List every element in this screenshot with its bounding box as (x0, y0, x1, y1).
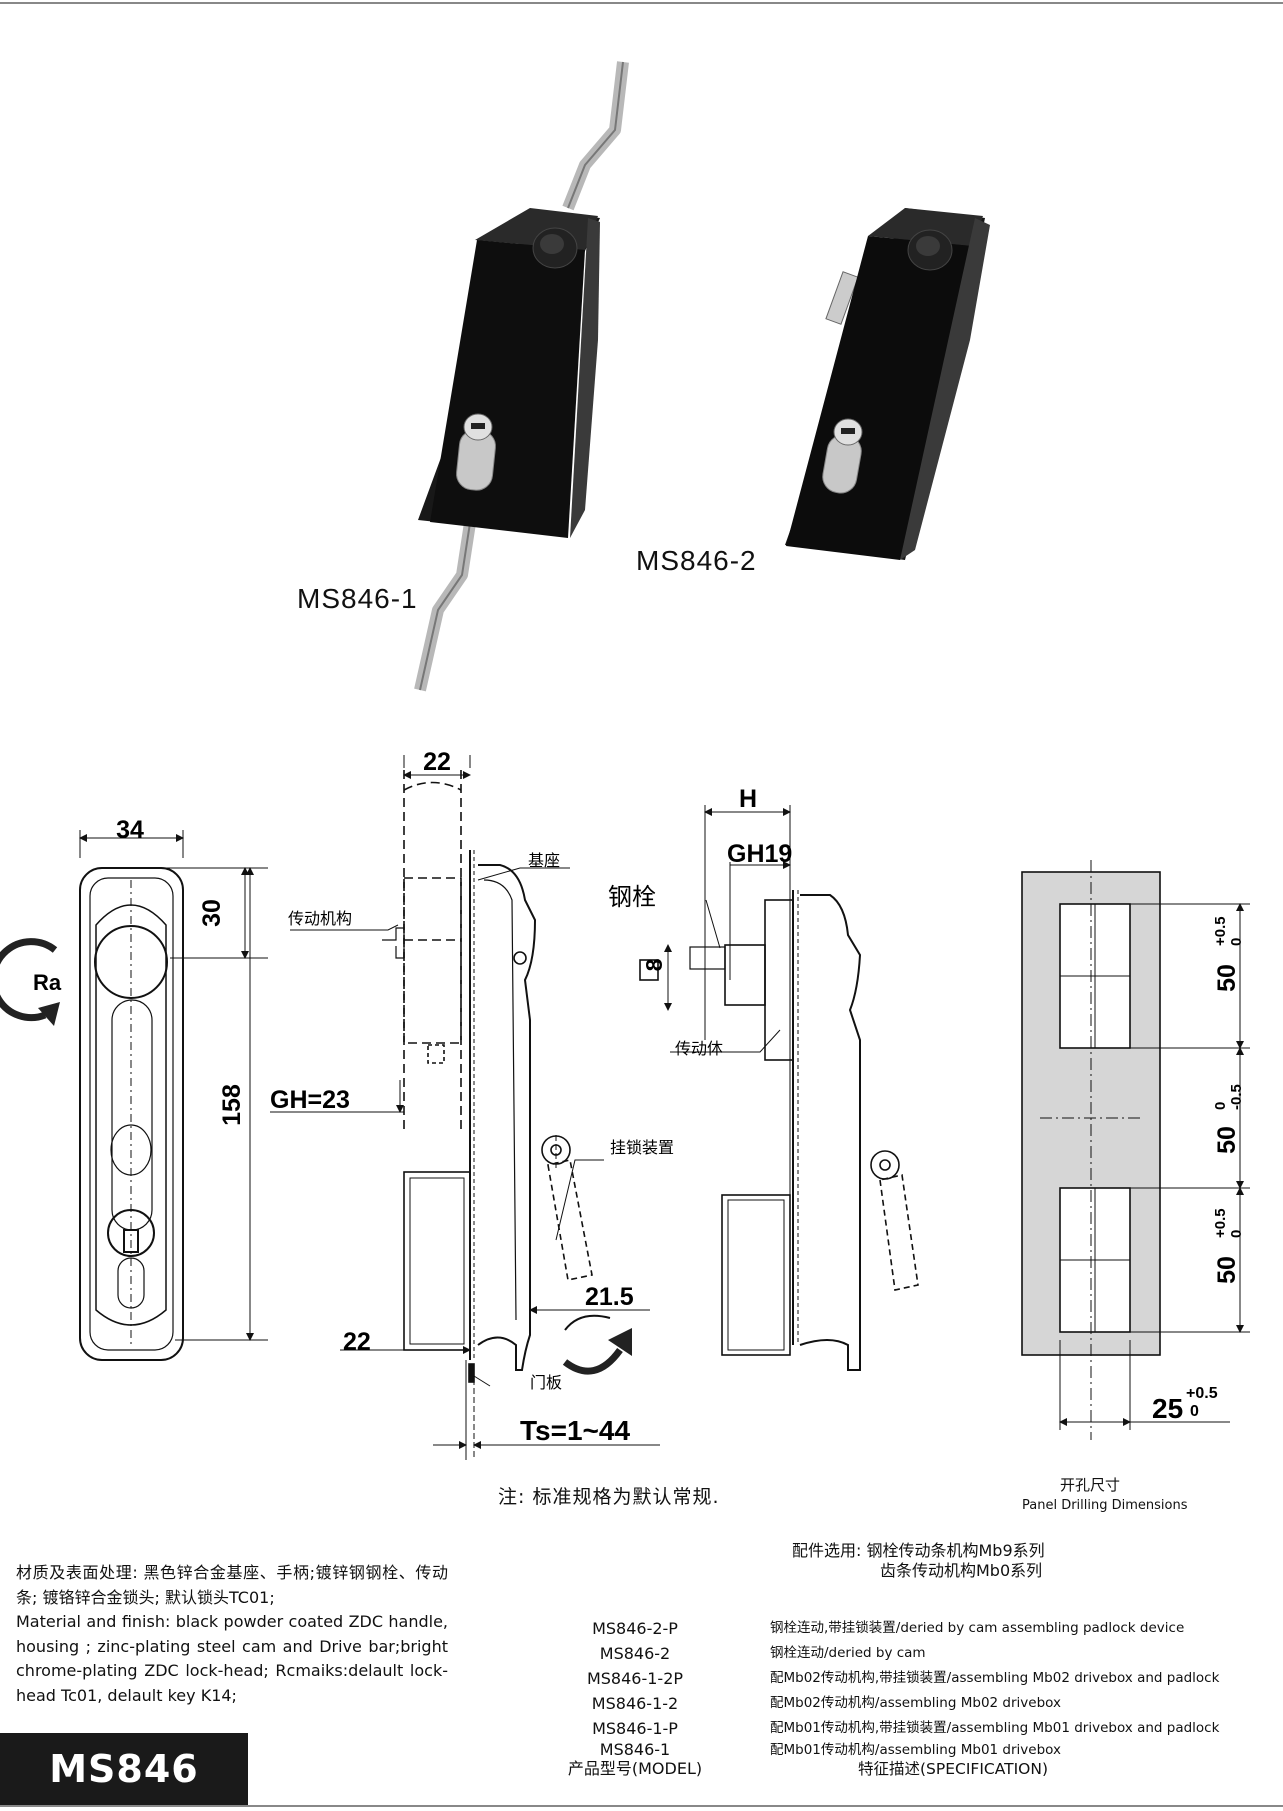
svg-text:+0.5: +0.5 (1212, 916, 1229, 946)
panel-dim-50b: 50 0 -0.5 (1212, 1084, 1245, 1154)
model-cell: MS846-1-P (592, 1719, 678, 1738)
panel-dim-50c: 50 +0.5 0 (1212, 1208, 1245, 1284)
spec-cell: 配Mb01传动机构/assembling Mb01 drivebox (770, 1742, 1061, 1758)
label-gh23: GH=23 (270, 1086, 350, 1114)
accessories-line2: 齿条传动机构Mb0系列 (880, 1561, 1043, 1580)
dim-8: 8 (641, 958, 667, 971)
label-padlock-device: 挂锁装置 (610, 1139, 674, 1157)
svg-text:0: 0 (1228, 938, 1245, 946)
label-door-panel: 门板 (530, 1374, 562, 1392)
model-cell: MS846-2-P (592, 1619, 678, 1638)
label-base: 基座 (528, 852, 560, 870)
model-cell: MS846-1 (599, 1740, 671, 1759)
bottom-rule (0, 1805, 1283, 1807)
svg-text:25: 25 (1152, 1393, 1183, 1424)
svg-text:+0.5: +0.5 (1212, 1208, 1229, 1238)
svg-text:0: 0 (1212, 1102, 1229, 1110)
model-cell: MS846-2 (599, 1644, 671, 1663)
label-gh19: GH19 (727, 840, 792, 868)
material-en: Material and finish: black powder coated… (16, 1612, 448, 1705)
top-rule (0, 2, 1283, 4)
dim-158: 158 (218, 1084, 246, 1126)
svg-text:50: 50 (1213, 1256, 1241, 1284)
svg-text:50: 50 (1213, 964, 1241, 992)
label-drive-body: 传动体 (675, 1040, 723, 1058)
model-header: 产品型号(MODEL) (567, 1759, 703, 1778)
side-view-ms846-2 (639, 805, 919, 1371)
svg-text:+0.5: +0.5 (1186, 1385, 1218, 1402)
svg-text:0: 0 (1228, 1230, 1245, 1238)
material-finish-text: 材质及表面处理: 黑色锌合金基座、手柄;镀锌钢钢栓、传动条; 镀铬锌合金锁头; … (16, 1561, 448, 1708)
model-badge: MS846 (0, 1733, 248, 1805)
spec-column: 钢栓连动,带挂锁装置/deried by cam assembling padl… (770, 1616, 1280, 1779)
svg-text:50: 50 (1213, 1126, 1241, 1154)
model-cell: MS846-1-2P (586, 1669, 684, 1688)
accessories-line1: 配件选用: 钢栓传动条机构Mb9系列 (792, 1541, 1045, 1560)
dim-22-top: 22 (423, 748, 451, 776)
rotation-label: Ra (33, 970, 62, 995)
label-drive-mechanism: 传动机构 (288, 910, 352, 928)
panel-dim-25: 25 +0.5 0 (1152, 1385, 1218, 1424)
panel-caption-en: Panel Drilling Dimensions (1022, 1498, 1188, 1513)
spec-header: 特征描述(SPECIFICATION) (858, 1760, 1049, 1778)
label-ms846-2: MS846-2 (636, 545, 757, 576)
model-cell: MS846-1-2 (591, 1694, 679, 1713)
photo-ms846-1 (414, 61, 629, 692)
panel-caption-cn: 开孔尺寸 (1060, 1476, 1121, 1494)
product-photos (414, 61, 990, 692)
dim-22-bottom: 22 (343, 1328, 371, 1356)
front-view (0, 830, 268, 1361)
dim-34: 34 (116, 816, 144, 844)
dim-30: 30 (198, 899, 226, 927)
label-ts: Ts=1~44 (520, 1415, 630, 1446)
label-steel-bolt: 钢栓 (608, 884, 656, 911)
svg-text:0: 0 (1190, 1403, 1199, 1420)
spec-cell: 配Mb01传动机构,带挂锁装置/assembling Mb01 drivebox… (770, 1720, 1220, 1736)
label-ms846-1: MS846-1 (297, 583, 418, 614)
panel-drilling-view (1021, 860, 1250, 1440)
spec-cell: 钢栓连动/deried by cam (770, 1645, 926, 1661)
panel-dim-50a: 50 +0.5 0 (1212, 916, 1245, 992)
material-cn: 材质及表面处理: 黑色锌合金基座、手柄;镀锌钢钢栓、传动条; 镀铬锌合金锁头; … (16, 1563, 448, 1607)
side-view-ms846-1 (270, 755, 660, 1460)
dim-h: H (739, 785, 757, 813)
dim-21-5: 21.5 (585, 1283, 634, 1311)
note-standard: 注: 标准规格为默认常规. (498, 1486, 720, 1508)
spec-cell: 配Mb02传动机构/assembling Mb02 drivebox (770, 1695, 1061, 1711)
spec-cell: 钢栓连动,带挂锁装置/deried by cam assembling padl… (770, 1620, 1185, 1636)
svg-text:-0.5: -0.5 (1228, 1084, 1245, 1110)
model-column: MS846-2-P MS846-2 MS846-1-2P MS846-1-2 M… (535, 1616, 735, 1779)
photo-ms846-2 (785, 208, 990, 560)
spec-cell: 配Mb02传动机构,带挂锁装置/assembling Mb02 drivebox… (770, 1670, 1220, 1686)
